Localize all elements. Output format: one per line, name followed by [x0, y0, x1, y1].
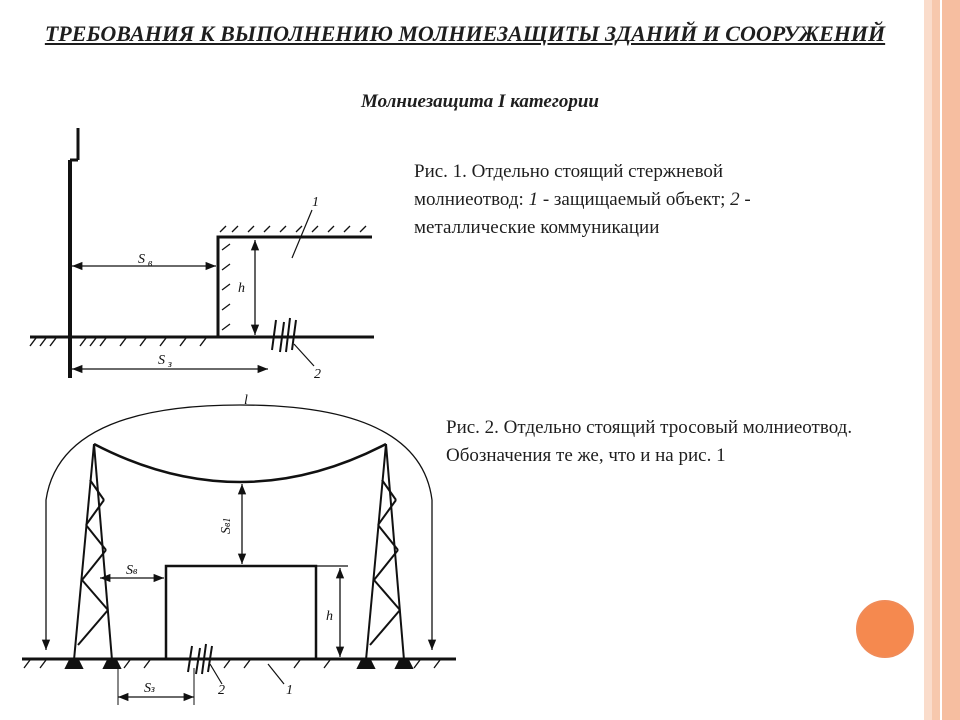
figure1-diagram — [29, 128, 374, 378]
fig1-object-number: 1 — [312, 195, 319, 210]
fig2-air-distance-subscript: в — [133, 566, 138, 577]
fig1-protected-building — [216, 235, 372, 337]
decor-orange-circle — [856, 600, 914, 658]
fig1-air-distance-subscript: в — [148, 258, 153, 269]
fig1-air-distance-label: S — [138, 252, 145, 267]
figure1-item1-number: 1 — [528, 189, 539, 210]
fig2-protected-building — [164, 564, 318, 661]
fig2-ground-distance-subscript: з — [150, 684, 155, 695]
fig2-air-distance-label: Sв — [126, 563, 138, 578]
figure1-caption: Рис. 1. Отдельно стоящий стержневой молн… — [414, 158, 834, 242]
fig2-cable-distance-letter: S — [219, 527, 234, 534]
fig2-lightning-cable — [93, 442, 387, 484]
fig2-object-number: 1 — [286, 683, 293, 698]
fig2-ground-distance-label: Sз — [144, 681, 155, 696]
figure2-caption: Рис. 2. Отдельно стоящий тросовый молние… — [446, 417, 853, 466]
fig2-height-label: h — [326, 609, 333, 624]
fig2-air-distance-letter: S — [126, 563, 133, 578]
figure1-item2-text: - металлические коммуникации — [414, 189, 751, 238]
fig2-cable-distance-label: Sв1 — [219, 518, 234, 534]
fig2-left-tower — [64, 443, 122, 669]
fig1-ground-distance-subscript: з — [167, 359, 172, 370]
fig2-ground-distance-letter: S — [144, 681, 151, 696]
fig2-cable-distance-subscript: в1 — [222, 518, 233, 527]
fig1-ground-distance-label: S — [158, 353, 165, 368]
fig2-metal-communications — [187, 643, 213, 675]
figure2-diagram — [22, 404, 456, 705]
fig1-communications-number: 2 — [314, 367, 321, 382]
decor-stripe-3 — [942, 0, 960, 720]
figure1-caption-prefix: Рис. 1. Отдельно стоящий стержневой молн… — [414, 161, 724, 210]
slide-title: ТРЕБОВАНИЯ К ВЫПОЛНЕНИЮ МОЛНИЕЗАЩИТЫ ЗДА… — [44, 21, 886, 46]
figure1-item2-number: 2 — [730, 189, 740, 210]
fig2-right-tower — [356, 443, 414, 669]
figure1-item1-text: - защищаемый объект; — [538, 189, 731, 210]
fig2-span-label: l — [244, 393, 248, 408]
fig1-height-label: h — [238, 281, 245, 296]
fig2-communications-number: 2 — [218, 683, 225, 698]
slide-subtitle: Молниезащита I категории — [361, 91, 599, 112]
fig1-metal-communications — [271, 317, 297, 353]
fig2-ground-hatch — [23, 659, 441, 669]
decor-stripe-1 — [924, 0, 932, 720]
fig2-span-dimension — [41, 404, 437, 650]
decor-stripe-2 — [932, 0, 940, 720]
fig1-building-hatch — [219, 225, 367, 331]
fig1-ground-hatch — [29, 337, 207, 347]
